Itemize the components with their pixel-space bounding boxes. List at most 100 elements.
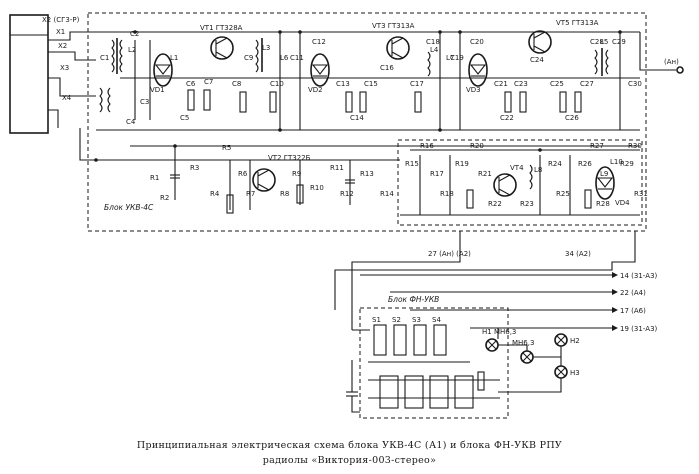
component-label: C20	[470, 38, 484, 46]
component-label: R8	[280, 190, 289, 198]
component-label: C11	[290, 54, 304, 62]
component-label: C26	[565, 114, 579, 122]
component-label: R19	[455, 160, 469, 168]
component-label: R27	[590, 142, 604, 150]
component-label: C14	[350, 114, 364, 122]
component-label: R23	[520, 200, 534, 208]
caption-line-1: Принципиальная электрическая схема блока…	[136, 440, 563, 451]
label-h4: МН6,3	[512, 339, 534, 347]
component-label: X1	[56, 28, 65, 36]
component-label: C13	[336, 80, 350, 88]
component-label: C1	[100, 54, 109, 62]
component-label: X2	[58, 42, 67, 50]
component-label: R11	[330, 164, 344, 172]
block-fn-outline	[359, 307, 509, 419]
component-label: R4	[210, 190, 220, 198]
component-label: R24	[548, 160, 562, 168]
component-label: C24	[530, 56, 544, 64]
component-label: L6	[280, 54, 289, 62]
output-coils	[594, 32, 621, 130]
label-conn-34: 34 (А2)	[565, 250, 591, 258]
label-out-an: (Ан)	[664, 58, 679, 66]
component-label: R29	[620, 160, 634, 168]
transistor-vt2	[252, 168, 276, 192]
component-label: L4	[430, 46, 439, 54]
conn-34-wire	[334, 231, 636, 310]
component-label: C2	[130, 30, 139, 38]
label-block-ukv: Блок УКВ-4С	[104, 203, 154, 212]
antenna-connector-box	[9, 14, 49, 134]
component-label: R2	[160, 194, 169, 202]
resistor-array	[187, 89, 582, 113]
label-block-fn: Блок ФН-УКВ	[388, 295, 439, 304]
conn-27-wire	[351, 231, 461, 330]
component-label: C17	[410, 80, 424, 88]
component-label: C30	[628, 80, 642, 88]
label-vd4: VD4	[615, 199, 630, 207]
component-label: S2	[392, 316, 401, 324]
component-label: R21	[478, 170, 492, 178]
label-vt5: VT5 ГТ313А	[556, 19, 599, 27]
component-label: R31	[634, 190, 648, 198]
transistor-vt4	[493, 173, 517, 197]
component-label: R18	[440, 190, 454, 198]
caption-line-2: радиолы «Виктория-003-стерео»	[262, 455, 437, 466]
label-conn-19: 19 (31-А3)	[620, 325, 658, 333]
input-coils	[99, 38, 151, 120]
label-h3: H3	[570, 369, 580, 377]
component-label: R26	[578, 160, 592, 168]
lamp-h2	[554, 333, 568, 347]
component-label: R25	[556, 190, 570, 198]
junction-dots	[94, 30, 622, 162]
component-label: L7	[446, 54, 454, 62]
transistor-vt3	[386, 36, 410, 60]
transistor-vt5	[528, 30, 552, 54]
component-label: C8	[232, 80, 241, 88]
component-label: R16	[420, 142, 434, 150]
component-label: C9	[244, 54, 253, 62]
label-vt3: VT3 ГТ313А	[372, 22, 415, 30]
component-label: C12	[312, 38, 326, 46]
rf-coils-mid	[255, 32, 301, 130]
label-conn-14: 14 (31-А3)	[620, 272, 658, 280]
component-label: C6	[186, 80, 196, 88]
component-label: S3	[412, 316, 421, 324]
converter-subblock-outline	[397, 139, 643, 226]
label-vt1: VT1 ГТ328А	[200, 24, 243, 32]
component-label: C19	[450, 54, 464, 62]
component-label: R6	[238, 170, 248, 178]
label-h2: H2	[570, 337, 580, 345]
label-vd2: VD2	[308, 86, 323, 94]
component-label: R3	[190, 164, 199, 172]
component-label: R20	[470, 142, 484, 150]
label-h1: H1 МН6,3	[482, 328, 516, 336]
component-label: C23	[514, 80, 528, 88]
component-label: C25	[550, 80, 564, 88]
lamp-h3	[554, 365, 568, 379]
label-vd1: VD1	[150, 86, 165, 94]
component-label: C18	[426, 38, 440, 46]
component-label: R9	[292, 170, 301, 178]
component-label: C5	[180, 114, 189, 122]
component-label: C7	[204, 78, 213, 86]
label-conn-17: 17 (А6)	[620, 307, 646, 315]
label-vt4: VT4	[510, 164, 524, 172]
label-connector-x2: X2 (СГ3-Р)	[42, 16, 80, 24]
fn-switch-contacts	[368, 324, 500, 409]
component-label: R7	[246, 190, 255, 198]
component-label: L3	[262, 44, 270, 52]
component-label: C28	[590, 38, 604, 46]
component-label: R1	[150, 174, 159, 182]
component-label: C29	[612, 38, 626, 46]
component-label: R10	[310, 184, 324, 192]
component-label: C3	[140, 98, 149, 106]
component-label: L9	[600, 170, 608, 178]
varicap-vd3	[468, 53, 488, 87]
component-label: C10	[270, 80, 284, 88]
varicap-vd1	[153, 53, 173, 87]
component-label: C22	[500, 114, 514, 122]
component-label: R14	[380, 190, 394, 198]
component-label: C16	[380, 64, 394, 72]
component-label: R30	[628, 142, 642, 150]
